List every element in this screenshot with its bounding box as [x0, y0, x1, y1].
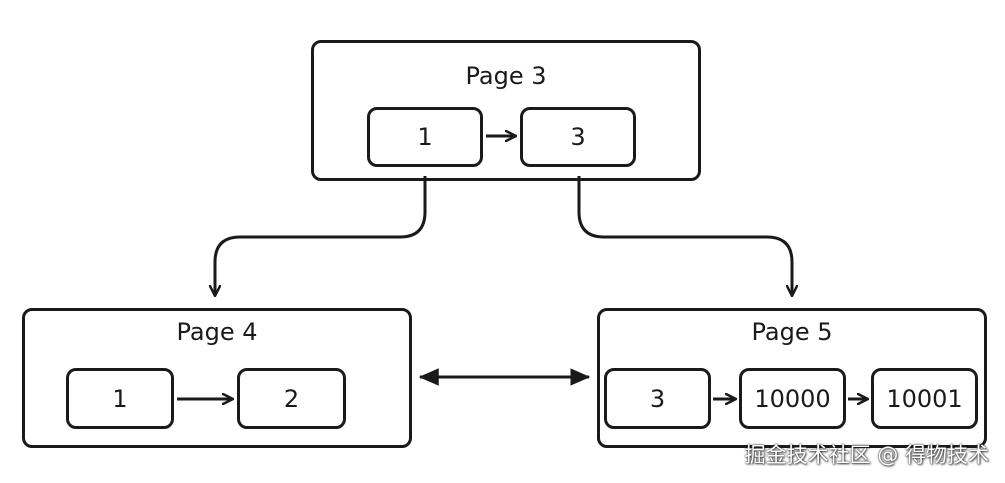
page-5-title: Page 5 [751, 318, 833, 346]
page-4-key-2: 2 [237, 368, 346, 429]
page-5-key-3: 10001 [871, 368, 978, 429]
page-3-title: Page 3 [465, 62, 547, 90]
watermark: 掘金技术社区 @ 得物技术 [744, 443, 989, 467]
page-5-key-2: 10000 [739, 368, 846, 429]
page-4-node: Page 4 [22, 308, 412, 448]
page-3-key-2: 3 [520, 107, 636, 167]
root-to-page-5-arrow [577, 176, 792, 296]
page-4-key-1: 1 [66, 368, 174, 429]
root-to-page-4-arrow [215, 176, 427, 296]
page-5-key-1: 3 [604, 368, 711, 429]
page-4-title: Page 4 [176, 318, 258, 346]
page-3-key-1: 1 [367, 107, 483, 167]
